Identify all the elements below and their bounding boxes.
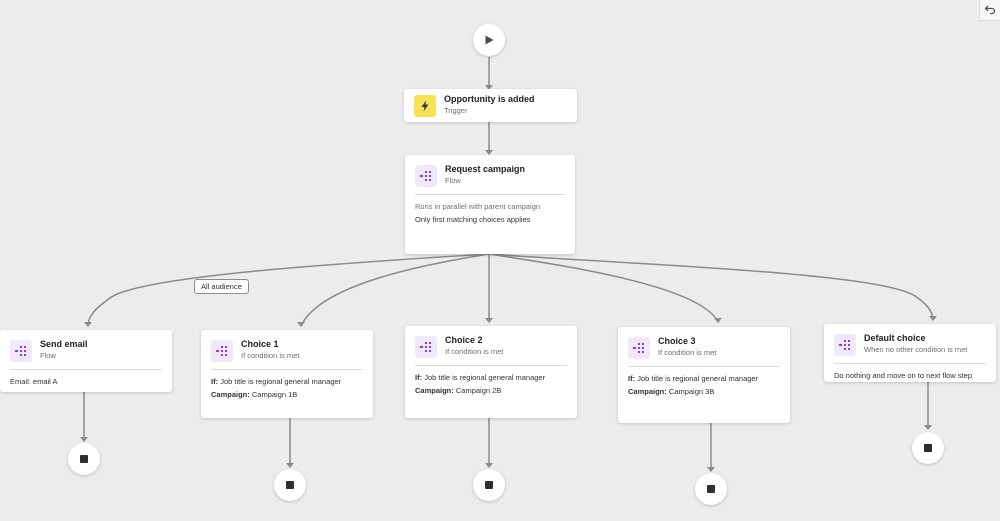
flow-icon <box>834 334 856 356</box>
trigger-node[interactable]: Opportunity is added Trigger <box>404 89 577 122</box>
end-node-choice-1[interactable] <box>274 469 306 501</box>
flow-icon <box>415 336 437 358</box>
stop-icon <box>485 481 493 489</box>
divider <box>628 366 780 367</box>
stop-icon <box>924 444 932 452</box>
choice-subtitle: If condition is met <box>658 347 717 357</box>
stop-icon <box>707 485 715 493</box>
choice-title: Choice 2 <box>445 335 483 345</box>
default-title: Default choice <box>864 333 926 343</box>
send-email-title: Send email <box>40 339 88 349</box>
all-audience-label[interactable]: All audience <box>194 279 249 294</box>
request-parallel-note: Runs in parallel with parent campaign <box>415 202 541 211</box>
flow-icon <box>10 340 32 362</box>
choice-1-node[interactable]: Choice 1 If condition is met If: Job tit… <box>201 330 373 418</box>
choice-campaign: Campaign: Campaign 1B <box>211 389 298 399</box>
choice-campaign: Campaign: Campaign 3B <box>628 386 715 396</box>
divider <box>10 369 162 370</box>
default-subtitle: When no other condition is met <box>864 344 968 354</box>
end-node-default[interactable] <box>912 432 944 464</box>
choice-3-node[interactable]: Choice 3 If condition is met If: Job tit… <box>618 327 790 423</box>
connector-choice-1 <box>300 253 490 327</box>
lightning-icon <box>414 95 436 117</box>
undo-arrow-icon <box>984 5 996 15</box>
request-subtitle: Flow <box>445 175 461 185</box>
choice-title: Choice 1 <box>241 339 279 349</box>
trigger-subtitle: Trigger <box>444 105 468 115</box>
choice-title: Choice 3 <box>658 336 696 346</box>
choice-campaign: Campaign: Campaign 2B <box>415 385 502 395</box>
trigger-title: Opportunity is added <box>444 94 535 104</box>
start-button[interactable] <box>473 24 505 56</box>
connector-default <box>488 253 934 321</box>
end-node-choice-2[interactable] <box>473 469 505 501</box>
choice-subtitle: If condition is met <box>241 350 300 360</box>
stop-icon <box>80 455 88 463</box>
divider <box>834 363 986 364</box>
end-node-send-email[interactable] <box>68 443 100 475</box>
end-node-choice-3[interactable] <box>695 473 727 505</box>
collapse-panel-button[interactable] <box>979 0 1000 21</box>
send-email-subtitle: Flow <box>40 350 56 360</box>
divider <box>415 194 565 195</box>
choice-2-node[interactable]: Choice 2 If condition is met If: Job tit… <box>405 326 577 418</box>
stop-icon <box>286 481 294 489</box>
choice-condition: If: Job title is regional general manage… <box>415 373 546 382</box>
connector-choice-3 <box>488 253 719 323</box>
choice-condition: If: Job title is regional general manage… <box>211 377 342 386</box>
connector-send-email <box>87 253 490 327</box>
request-match-note: Only first matching choices applies <box>415 214 531 224</box>
request-campaign-node[interactable]: Request campaign Flow Runs in parallel w… <box>405 155 575 254</box>
choice-subtitle: If condition is met <box>445 346 504 356</box>
send-email-node[interactable]: Send email Flow Email: email A <box>0 330 172 392</box>
send-email-body: Email: email A <box>10 377 58 386</box>
flow-icon <box>628 337 650 359</box>
flow-icon <box>415 165 437 187</box>
default-choice-node[interactable]: Default choice When no other condition i… <box>824 324 996 382</box>
request-title: Request campaign <box>445 164 526 174</box>
divider <box>211 369 363 370</box>
flow-icon <box>211 340 233 362</box>
default-body: Do nothing and move on to next flow step <box>834 371 973 380</box>
choice-condition: If: Job title is regional general manage… <box>628 374 759 383</box>
play-icon <box>485 35 494 45</box>
divider <box>415 365 567 366</box>
